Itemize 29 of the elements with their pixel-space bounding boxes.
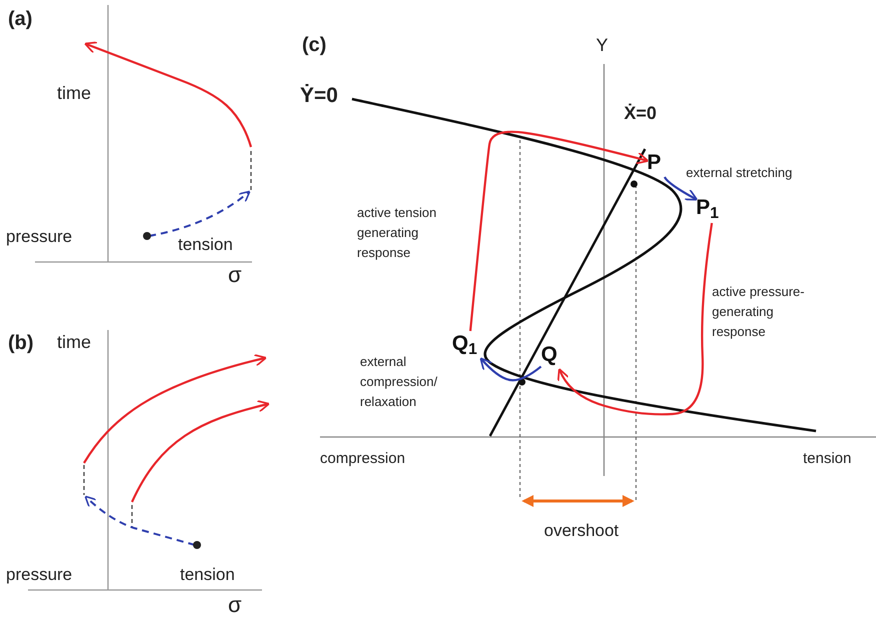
text-label: pressure [6,226,74,248]
point-label: P [647,150,669,177]
text-label: (c) [302,33,328,58]
text-label: σ [228,591,243,619]
text-label: external compression/ relaxation [360,353,438,411]
point-label: P$_{1}$ [696,195,732,223]
text-label: pressure [6,564,74,586]
point-label: Q$_{1}$ [452,331,486,359]
text-label: σ [228,261,243,289]
text-label: compression [320,449,406,469]
text-label: (b) [8,331,35,356]
text-label: active tension generating response [357,204,438,262]
text-label: time [57,331,92,354]
arrow [664,176,698,201]
arrow [558,222,713,416]
text-label: tension [180,564,236,586]
text-label: active pressure-generating response [712,283,806,341]
arrow [469,130,649,332]
text-label: time [57,82,92,105]
arrow [480,357,542,382]
text-label: overshoot [544,520,620,542]
text-label: external stretching [686,164,794,182]
text-label: Y [596,34,610,57]
text-label: Ẋ=0 [624,102,658,125]
text-label: (a) [8,7,34,32]
text-label: Ẏ=0 [300,83,339,109]
point-label: Q [541,342,567,370]
text-label: tension [178,234,234,256]
text-label: tension [803,449,852,469]
